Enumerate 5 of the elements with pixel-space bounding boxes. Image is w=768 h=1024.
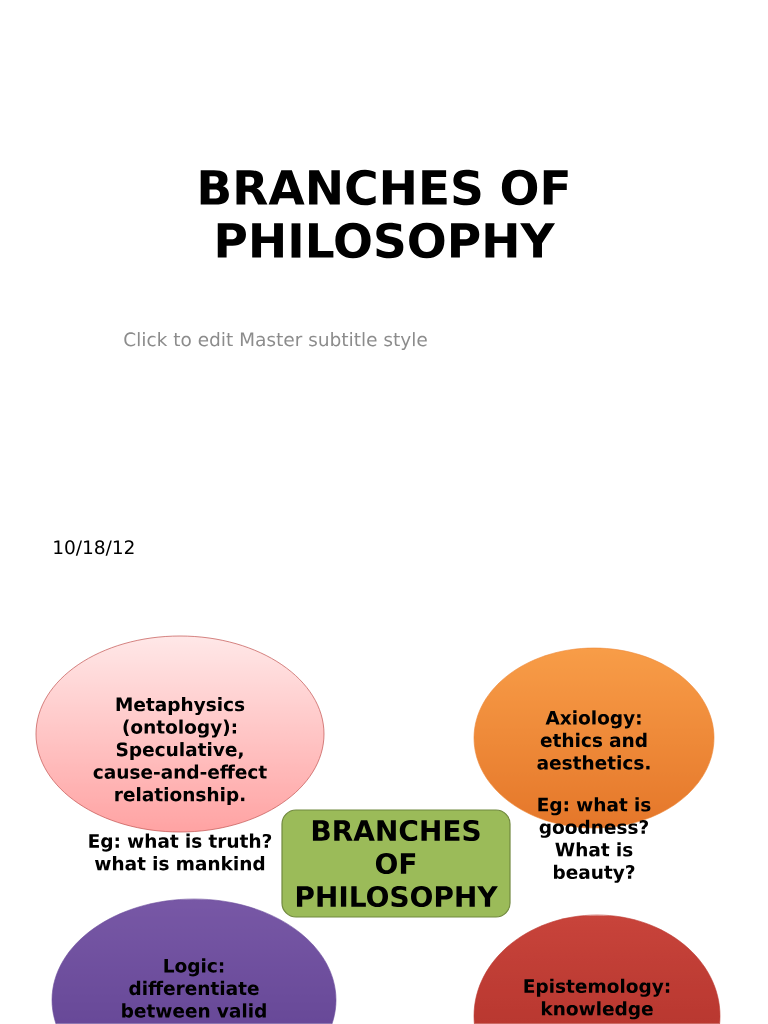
example-text: Eg: what is goodness? What is beauty? [538, 797, 651, 883]
date-text: 10/18/12 [54, 540, 134, 556]
subtitle-text: Click to edit Master subtitle style [124, 332, 427, 350]
example-text: Eg: what is truth? what is mankind [89, 833, 272, 871]
slide-title: BRANCHES OF PHILOSOPHY [200, 169, 568, 259]
